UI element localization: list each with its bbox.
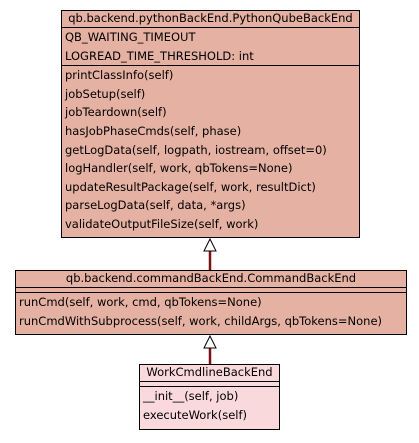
operations-compartment: printClassInfo(self) jobSetup(self) jobT… <box>62 65 359 233</box>
class-title: qb.backend.pythonBackEnd.PythonQubeBackE… <box>68 11 353 25</box>
inheritance-arrow-icon <box>203 237 217 252</box>
operation-row: updateResultPackage(self, work, resultDi… <box>65 179 316 194</box>
operation-row: parseLogData(self, data, *args) <box>65 198 246 213</box>
operation-row: validateOutputFileSize(self, work) <box>65 216 259 231</box>
operation-row: hasJobPhaseCmds(self, phase) <box>65 123 242 138</box>
operation-row: logHandler(self, work, qbTokens=None) <box>65 161 293 176</box>
operations-compartment: runCmd(self, work, cmd, qbTokens=None) r… <box>16 292 406 330</box>
inheritance-edge-command-to-python <box>203 237 217 270</box>
attributes-compartment: QB_WAITING_TIMEOUT LOGREAD_TIME_THRESHOL… <box>62 27 359 65</box>
operation-row: getLogData(self, logpath, iostream, offs… <box>65 142 327 157</box>
class-title: qb.backend.commandBackEnd.CommandBackEnd <box>65 271 357 285</box>
class-command-backend[interactable]: qb.backend.commandBackEnd.CommandBackEnd… <box>15 270 407 335</box>
attributes-compartment <box>16 287 406 292</box>
operation-row: jobTeardown(self) <box>65 105 167 120</box>
attributes-compartment <box>140 381 279 386</box>
operation-row: runCmd(self, work, cmd, qbTokens=None) <box>19 295 262 309</box>
operation-row: jobSetup(self) <box>65 86 146 101</box>
class-python-qube-backend[interactable]: qb.backend.pythonBackEnd.PythonQubeBackE… <box>61 10 360 238</box>
operation-row: executeWork(self) <box>143 407 247 422</box>
inheritance-edge-work-to-command <box>203 334 217 364</box>
attribute-row: QB_WAITING_TIMEOUT <box>65 30 196 44</box>
operation-row: runCmdWithSubprocess(self, work, childAr… <box>19 313 383 328</box>
inheritance-arrow-icon <box>203 334 217 349</box>
class-title: WorkCmdlineBackEnd <box>146 365 273 379</box>
attribute-row: LOGREAD_TIME_THRESHOLD: int <box>65 48 254 63</box>
class-work-cmdline-backend[interactable]: WorkCmdlineBackEnd __init__(self, job) e… <box>139 364 280 430</box>
operations-compartment: __init__(self, job) executeWork(self) <box>140 386 279 424</box>
operation-row: printClassInfo(self) <box>65 68 174 83</box>
operation-row: __init__(self, job) <box>143 389 239 403</box>
